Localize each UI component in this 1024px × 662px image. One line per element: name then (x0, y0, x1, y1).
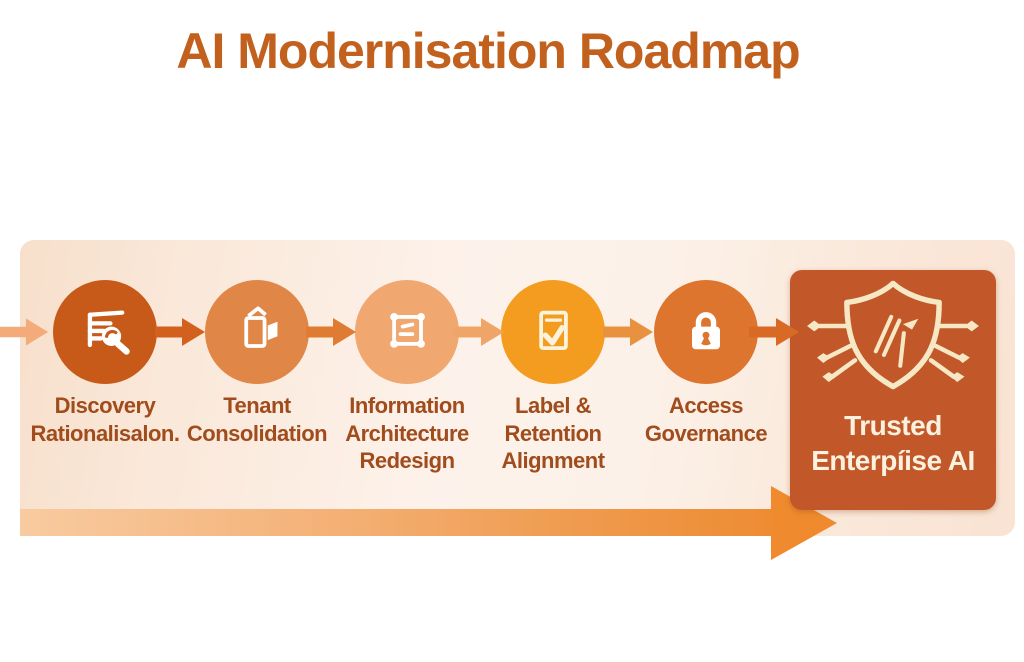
step-label-retention: Label & Retention Alignment (501, 393, 605, 474)
padlock-icon (692, 312, 720, 350)
step-label-discovery: Discovery Rationalisalon. (30, 393, 180, 446)
document-search-icon (87, 310, 130, 355)
step-label-tenant: Tenant Consolidation (186, 393, 328, 446)
step-circle-discovery (53, 280, 157, 384)
step-circle-architecture (355, 280, 459, 384)
result-label: Trusted Enterpíise AI (811, 410, 975, 476)
result-box-trusted-enterprise-ai: Trusted Enterpíise AI (790, 270, 996, 510)
page-title: AI Modernisation Roadmap (176, 23, 800, 79)
step-circle-access (654, 280, 758, 384)
step-circle-retention (501, 280, 605, 384)
checklist-check-icon (539, 310, 568, 351)
arrow-right-icon (454, 318, 504, 346)
step-label-architecture: Information Architecture Redesign (345, 393, 469, 474)
arrow-right-icon (155, 318, 205, 346)
architecture-frame-icon (390, 313, 425, 348)
step-circle-tenant (205, 280, 309, 384)
arrow-right-icon (603, 318, 653, 346)
step-label-access: Access Governance (644, 393, 768, 446)
document-consolidation-icon (244, 306, 278, 348)
timeline-arrow-body (20, 509, 772, 536)
shield-circuit-icon (807, 280, 979, 390)
arrow-right-icon (306, 318, 356, 346)
incoming-arrow-icon (0, 318, 49, 346)
arrow-right-icon (749, 318, 799, 346)
